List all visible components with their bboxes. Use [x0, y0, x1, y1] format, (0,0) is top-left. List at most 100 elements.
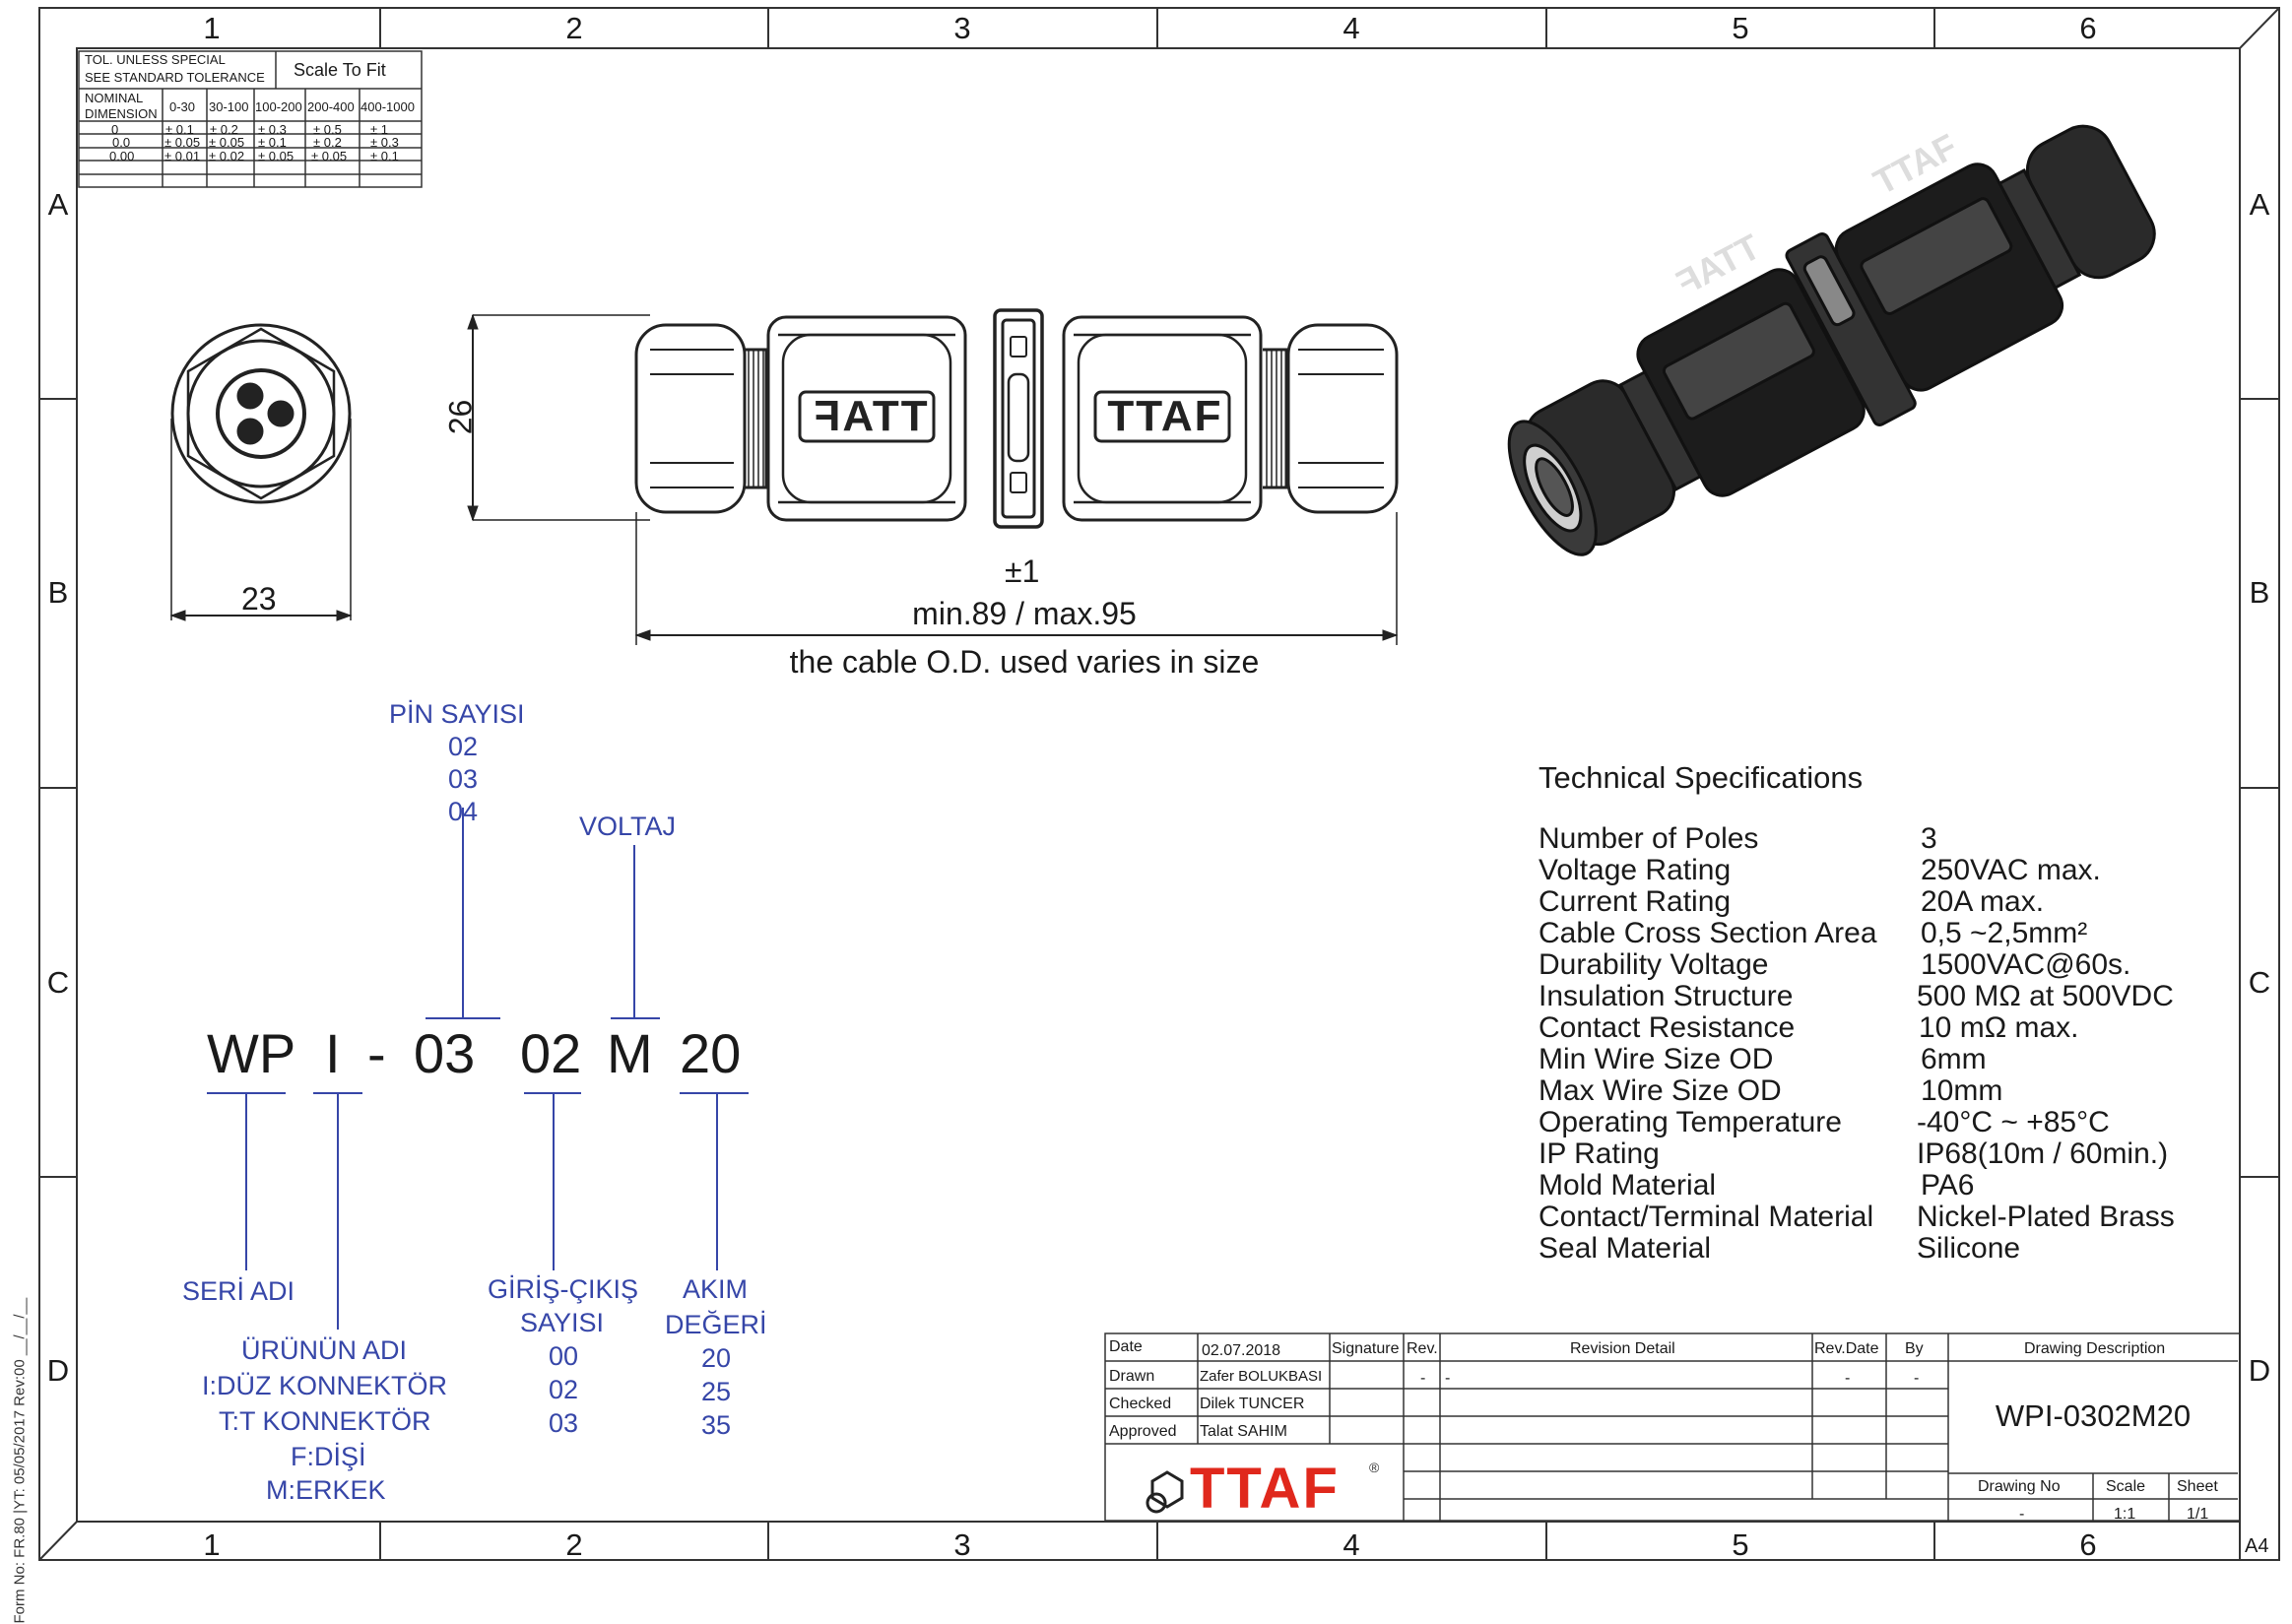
tolerance-header-1: TOL. UNLESS SPECIAL: [85, 52, 226, 67]
tb-rev-dash: -: [1420, 1370, 1426, 1387]
tolerance-table-grid: [78, 50, 423, 188]
code-leader-lines: [207, 808, 749, 1330]
tolerance-cell: ± 0.1: [370, 149, 399, 163]
product-option: T:T KONNEKTÖR: [219, 1406, 431, 1436]
tb-signature-label: Signature: [1332, 1340, 1400, 1357]
current-title: DEĞERİ: [665, 1310, 767, 1339]
title-block-grid: [1104, 1332, 2241, 1522]
specs-title: Technical Specifications: [1539, 760, 1864, 795]
spec-label: Number of Poles: [1539, 822, 1759, 855]
tolerance-cell: ± 0.05: [311, 149, 348, 163]
code-part-pins: 03: [414, 1022, 476, 1084]
tb-detail-dash: -: [1445, 1370, 1451, 1387]
tb-drawn-value: Zafer BOLUKBASI: [1200, 1368, 1323, 1385]
col-label-bottom-6: 6: [2079, 1527, 2097, 1562]
dimension-width-front: 23: [241, 581, 277, 617]
row-label-right-d: D: [2248, 1353, 2271, 1388]
spec-value: 500 MΩ at 500VDC: [1917, 980, 2174, 1012]
tolerance-cell: ± 0.5: [313, 122, 342, 137]
tolerance-cell: ± 0.05: [258, 149, 295, 163]
tolerance-scale-note: Scale To Fit: [294, 60, 386, 80]
io-title: GİRİŞ-ÇIKIŞ: [488, 1274, 639, 1304]
tolerance-cell: ± 0.3: [258, 122, 287, 137]
tb-approved-label: Approved: [1109, 1423, 1177, 1440]
cable-note: the cable O.D. used varies in size: [789, 644, 1260, 680]
current-option: 25: [701, 1377, 732, 1406]
row-label-left-c: C: [46, 965, 70, 1000]
tb-sheet-value: 1/1: [2187, 1506, 2209, 1523]
row-label-right-a: A: [2249, 187, 2270, 222]
row-label-left-a: A: [47, 187, 69, 222]
tb-rev-date-label: Rev.Date: [1814, 1340, 1879, 1357]
drawing-frame: [38, 7, 2280, 1561]
pin-option: 03: [448, 764, 479, 794]
io-option: 03: [549, 1408, 579, 1438]
spec-label: Voltage Rating: [1539, 854, 1732, 886]
tb-checked-label: Checked: [1109, 1396, 1172, 1412]
spec-value: 3: [1921, 822, 1937, 855]
spec-label: Contact Resistance: [1539, 1011, 1796, 1044]
tolerance-cell: ± 0.1: [258, 135, 287, 150]
spec-label: Operating Temperature: [1539, 1106, 1842, 1138]
tolerance-row-label: 0: [111, 122, 119, 137]
dimension-tolerance: ±1: [1005, 553, 1040, 589]
product-option: F:DİŞİ: [291, 1442, 366, 1471]
col-label-bottom-2: 2: [565, 1527, 583, 1562]
col-label-bottom-3: 3: [953, 1527, 971, 1562]
company-logo-mark-icon: [1146, 1470, 1184, 1514]
spec-label: Insulation Structure: [1539, 980, 1794, 1012]
spec-value: Silicone: [1917, 1232, 2021, 1265]
tb-drawn-label: Drawn: [1109, 1368, 1155, 1385]
col-label-bottom-4: 4: [1342, 1527, 1360, 1562]
tolerance-header-2: SEE STANDARD TOLERANCE: [85, 70, 265, 85]
logo-side: TTAF: [1107, 392, 1223, 440]
row-label-left-d: D: [46, 1353, 70, 1388]
tolerance-cell: ± 0.02: [209, 149, 245, 163]
tb-checked-value: Dilek TUNCER: [1200, 1396, 1305, 1412]
spec-value: 10mm: [1921, 1074, 2003, 1107]
tb-sheet-label: Sheet: [2177, 1478, 2218, 1495]
spec-value: 10 mΩ max.: [1919, 1011, 2079, 1044]
tolerance-row-label: 0.00: [109, 149, 135, 163]
tolerance-range: 400-1000: [360, 99, 415, 114]
tolerance-row-label: 0.0: [112, 135, 131, 150]
io-option: 00: [549, 1341, 579, 1371]
tb-drawing-no-value: -: [2019, 1506, 2025, 1523]
tolerance-cell: ± 1: [370, 122, 388, 137]
row-label-right-b: B: [2249, 575, 2270, 610]
company-logo-registered: ®: [1369, 1460, 1380, 1475]
tolerance-nominal: NOMINAL: [85, 91, 144, 105]
tb-date-value: 02.07.2018: [1202, 1342, 1281, 1359]
spec-value: 250VAC max.: [1921, 854, 2101, 886]
sheet-size-label: A4: [2245, 1535, 2269, 1557]
spec-value: 20A max.: [1921, 885, 2045, 918]
tb-rev-label: Rev.: [1407, 1340, 1438, 1357]
col-label-bottom-5: 5: [1732, 1527, 1749, 1562]
tb-scale-value: 1:1: [2114, 1506, 2136, 1523]
col-label-top-4: 4: [1342, 11, 1360, 45]
connector-front-view: [169, 323, 353, 621]
pin-option: 04: [448, 797, 479, 826]
current-title: AKIM: [683, 1274, 749, 1304]
pin-count-title: PİN SAYISI: [389, 699, 525, 729]
code-part-current: 20: [680, 1022, 742, 1084]
spec-value: 0,5 ~2,5mm²: [1921, 917, 2088, 949]
tolerance-cell: ± 0.01: [164, 149, 201, 163]
spec-value: 6mm: [1921, 1043, 1987, 1075]
spec-label: Min Wire Size OD: [1539, 1043, 1774, 1075]
tb-revdate-dash: -: [1845, 1370, 1851, 1387]
tb-drawing-description-label: Drawing Description: [2024, 1340, 2166, 1357]
tolerance-cell: ± 0.2: [210, 122, 238, 137]
code-part-type: I: [325, 1022, 341, 1084]
col-label-top-6: 6: [2079, 11, 2097, 45]
io-title: SAYISI: [520, 1308, 605, 1337]
spec-label: Cable Cross Section Area: [1539, 917, 1877, 949]
tb-scale-label: Scale: [2106, 1478, 2146, 1495]
product-title: ÜRÜNÜN ADI: [241, 1335, 408, 1365]
tolerance-cell: ± 0.05: [164, 135, 201, 150]
pin-option: 02: [448, 732, 479, 761]
row-label-right-c: C: [2248, 965, 2271, 1000]
product-option: I:DÜZ KONNEKTÖR: [202, 1371, 448, 1400]
col-label-bottom-1: 1: [203, 1527, 221, 1562]
spec-label: Mold Material: [1539, 1169, 1717, 1202]
